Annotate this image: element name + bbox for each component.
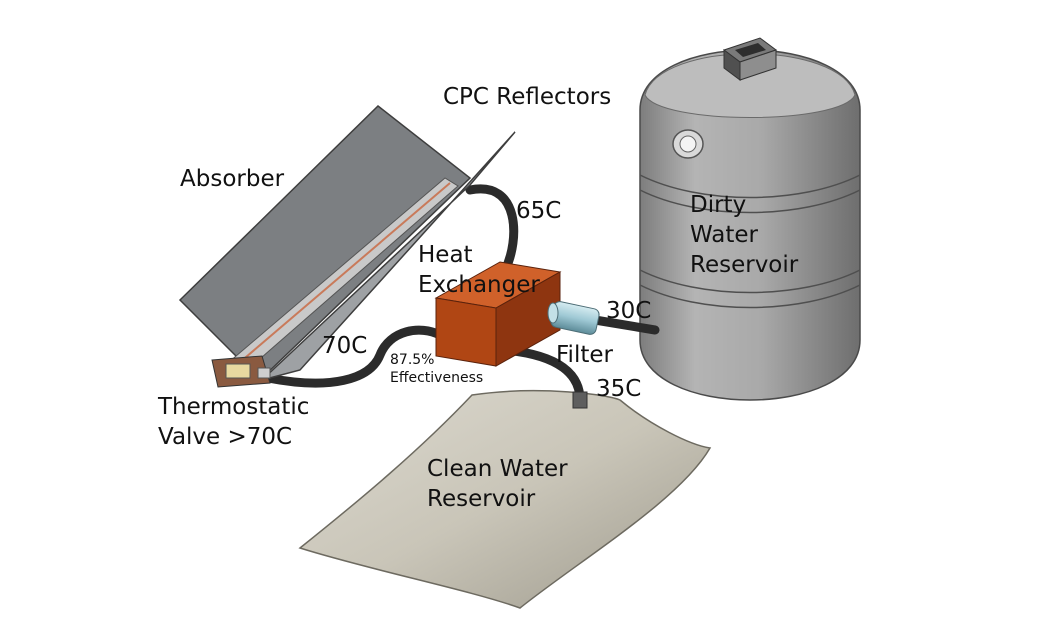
- reflector-left-panel: [178, 105, 472, 382]
- heat-exchanger-label-line2: Exchanger: [418, 272, 540, 298]
- tank-cap: [722, 37, 778, 81]
- temp-35-label: 35C: [596, 376, 641, 402]
- tank-port: [672, 129, 704, 159]
- temp-70-label: 70C: [322, 333, 367, 359]
- temp-30-label: 30C: [606, 298, 651, 324]
- pipe-absorber-to-exchanger-65c: [465, 184, 519, 275]
- bag-spout: [572, 391, 588, 409]
- dirty-reservoir-label-line1: Dirty: [690, 192, 746, 218]
- pipe-tank-to-filter-30c: [590, 315, 660, 335]
- effectiveness-value-label: 87.5%: [390, 352, 434, 368]
- clean-reservoir-label-line1: Clean Water: [427, 456, 568, 482]
- pipe-valve-to-exchanger-70c: [263, 325, 445, 388]
- tank-rib-4: [639, 284, 861, 309]
- absorber-label: Absorber: [180, 166, 285, 192]
- clean-water-reservoir: [298, 389, 712, 609]
- thermostatic-valve-label-line1: Thermostatic: [157, 394, 309, 420]
- filter: [547, 301, 600, 335]
- valve-fitting: [257, 367, 271, 379]
- filter-cap: [547, 302, 559, 324]
- filter-label: Filter: [556, 342, 614, 368]
- temp-65-label: 65C: [516, 198, 561, 224]
- clean-reservoir-label-line2: Reservoir: [427, 486, 536, 512]
- tank-top: [644, 53, 856, 118]
- dirty-water-reservoir: [639, 37, 861, 401]
- dirty-reservoir-label-line2: Water: [690, 222, 759, 248]
- bag-body: [298, 389, 712, 609]
- reflector-right-panel: [261, 131, 516, 381]
- tank-rib-2: [639, 189, 861, 214]
- thermostatic-valve: [225, 363, 251, 379]
- tank-rib-3: [639, 269, 861, 294]
- heat-exchanger-label-line1: Heat: [418, 242, 473, 268]
- cpc-reflectors-label: CPC Reflectors: [443, 84, 611, 110]
- hx-side: [495, 271, 561, 367]
- absorber-assembly: [178, 105, 516, 388]
- dirty-reservoir-label-line3: Reservoir: [690, 252, 799, 278]
- heat-exchanger: [434, 261, 562, 367]
- thermostatic-valve-label-line2: Valve >70C: [158, 424, 292, 450]
- absorber-core-line: [231, 182, 451, 370]
- tank-rib-1: [639, 174, 861, 199]
- hx-front: [435, 297, 497, 367]
- effectiveness-label: Effectiveness: [390, 370, 483, 386]
